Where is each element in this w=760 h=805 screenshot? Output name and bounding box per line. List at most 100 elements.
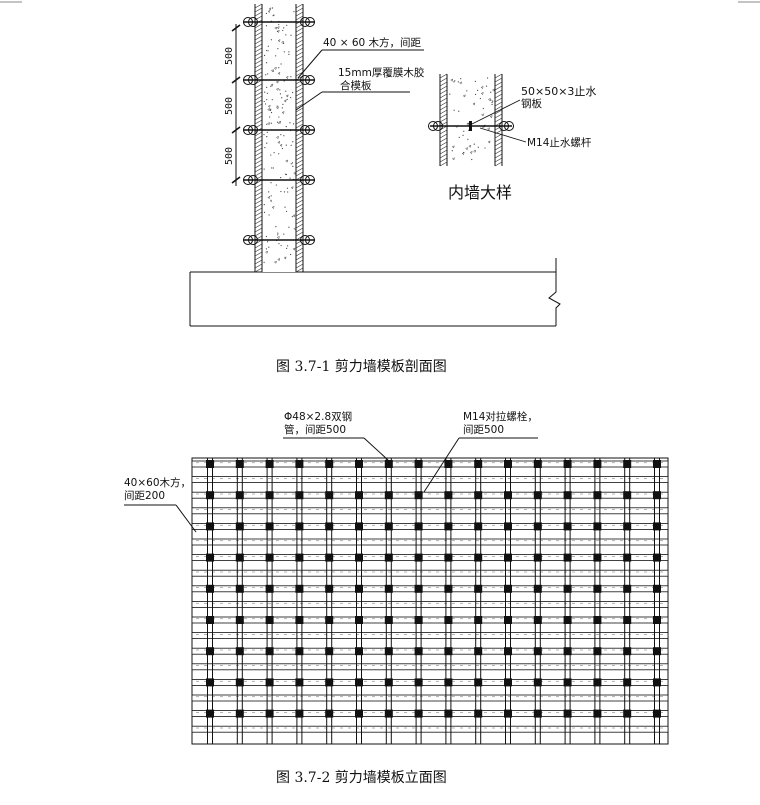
tie-bolt [265, 678, 274, 687]
aggregate [291, 216, 293, 218]
tie-bolt [474, 709, 483, 718]
nut-icon [248, 75, 258, 85]
hatch-line [295, 219, 304, 225]
hatch-line [254, 103, 263, 109]
tie-bolt [295, 709, 304, 718]
aggregate [289, 177, 291, 179]
aggregate [263, 100, 265, 103]
aggregate [454, 80, 456, 82]
tie-bolt [355, 678, 363, 687]
aggregate [458, 136, 460, 138]
tie-bolt [504, 709, 512, 718]
tie-bolt [444, 709, 453, 718]
tie-bolt [414, 678, 423, 687]
aggregate [482, 107, 484, 110]
aggregate [473, 143, 475, 145]
aggregate [286, 98, 288, 101]
aggregate [268, 246, 270, 248]
hatch-line [254, 27, 263, 33]
tie-bolt [265, 616, 274, 624]
aggregate [267, 122, 270, 126]
aggregate [489, 115, 493, 119]
hatch-line [295, 187, 304, 193]
tie-bolt [414, 491, 423, 500]
timber-stud [191, 679, 669, 686]
aggregate [273, 152, 275, 154]
hatch-line [494, 117, 503, 123]
hatch-line [254, 131, 263, 137]
hatch-line [494, 77, 503, 83]
hatch-line [254, 263, 263, 269]
hatch-line [494, 93, 503, 99]
hatch-line [295, 263, 304, 269]
tie-bolt [623, 491, 632, 500]
hatch-line [254, 3, 263, 9]
hatch-line [254, 119, 263, 125]
tie-bolt [325, 678, 334, 687]
hatch-line [254, 151, 263, 157]
aggregate [474, 80, 476, 82]
hatch-line [295, 251, 304, 257]
tie-bolt [325, 709, 334, 718]
tie-bolt [593, 553, 602, 562]
tie-bolt [504, 491, 512, 500]
nut-icon [300, 17, 310, 27]
hatch-line [439, 141, 448, 147]
tie-bolt [474, 584, 483, 593]
aggregate [290, 34, 292, 36]
hatch-line [295, 55, 304, 61]
tie-bolt [474, 647, 483, 656]
bolt-label: M14对拉螺栓， [463, 410, 538, 423]
hatch-line [295, 103, 304, 109]
hatch-line [254, 99, 263, 105]
hatch-line [254, 143, 263, 149]
nut-icon [300, 235, 310, 245]
hatch-line [295, 87, 304, 93]
aggregate [280, 134, 282, 136]
nut-icon [305, 125, 315, 135]
hatch-line [439, 153, 448, 159]
figure-caption: 图 3.7-1 剪力墙模板剖面图 [276, 359, 447, 375]
aggregate [270, 83, 274, 87]
hatch-line [295, 83, 304, 89]
tie-bolt [355, 460, 363, 468]
hatch-line [295, 231, 304, 237]
tie-bolt [355, 491, 363, 500]
tie-bolt [474, 491, 483, 500]
tie-bolt [235, 491, 244, 500]
hatch-line [295, 199, 304, 205]
tie-bolt [504, 522, 512, 531]
hatch-line [494, 105, 503, 111]
hatch-line [295, 151, 304, 157]
hatch-line [295, 247, 304, 253]
dimension-tick [231, 126, 241, 134]
hatch-line [254, 243, 263, 249]
hatch-line [439, 145, 448, 151]
nut-icon [243, 175, 253, 185]
hatch-line [295, 119, 304, 125]
aggregate [481, 113, 484, 117]
hatch-line [254, 15, 263, 21]
tie-bolt [295, 491, 304, 500]
hatch-line [254, 135, 263, 141]
hatch-line [254, 191, 263, 197]
aggregate [277, 48, 279, 50]
aggregate [270, 108, 272, 111]
aggregate [275, 184, 277, 186]
aggregate [283, 99, 287, 103]
waterstop-bolt-label: M14止水螺杆 [527, 136, 592, 149]
aggregate [266, 99, 268, 101]
tie-bolt [206, 647, 214, 656]
hatch-line [295, 135, 304, 141]
tie-bolt [414, 460, 423, 468]
tie-bolt [384, 522, 393, 531]
aggregate [290, 186, 294, 190]
aggregate [277, 232, 279, 234]
aggregate [285, 90, 287, 92]
aggregate [288, 226, 290, 228]
timber-stud [191, 601, 669, 608]
break-line [548, 258, 561, 326]
aggregate [492, 100, 494, 102]
tie-bolt [653, 522, 661, 531]
hatch-line [439, 133, 448, 139]
